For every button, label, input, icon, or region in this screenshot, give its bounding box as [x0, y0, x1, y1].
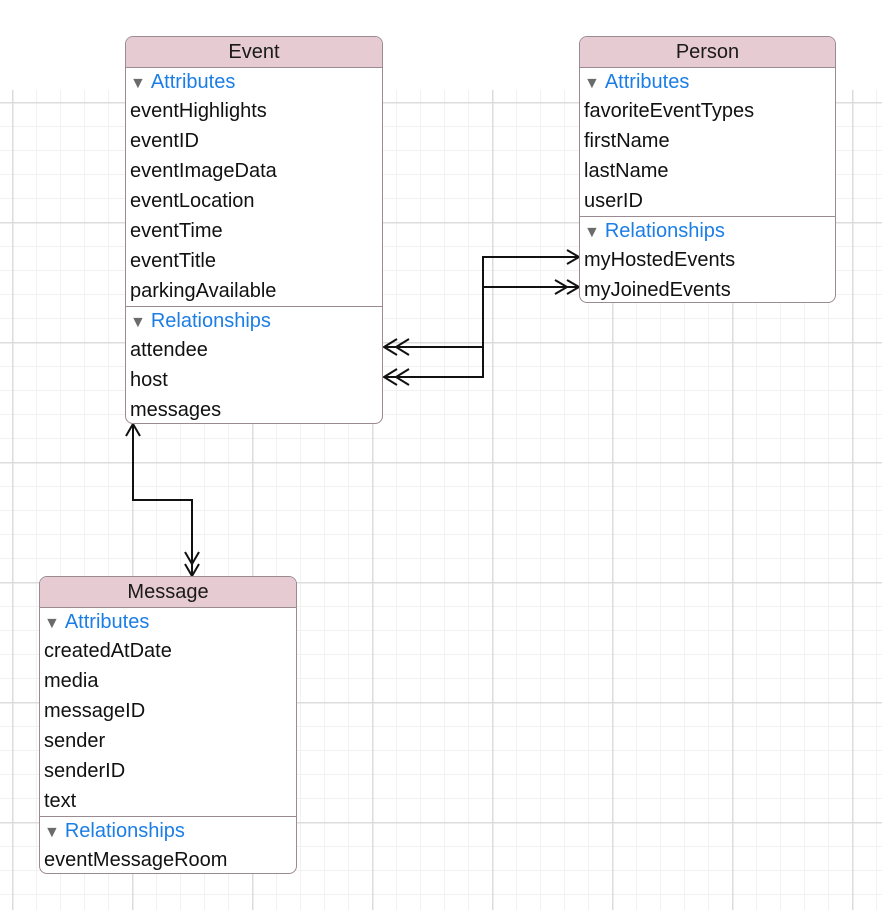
relationship-row[interactable]: attendee: [130, 339, 208, 361]
entity-title[interactable]: Message: [40, 577, 296, 608]
relationships-section: ▼Relationships eventMessageRoom: [40, 816, 296, 873]
entity-person[interactable]: Person ▼Attributes favoriteEventTypes fi…: [579, 36, 836, 303]
disclosure-triangle-icon[interactable]: ▼: [584, 75, 600, 92]
attribute-row[interactable]: eventImageData: [130, 160, 277, 182]
attribute-row[interactable]: messageID: [44, 700, 146, 722]
attribute-row[interactable]: eventHighlights: [130, 100, 267, 122]
relationship-row[interactable]: eventMessageRoom: [44, 849, 228, 871]
disclosure-triangle-icon[interactable]: ▼: [130, 314, 146, 331]
attribute-row[interactable]: firstName: [584, 130, 670, 152]
section-label: Attributes: [604, 71, 690, 93]
entity-title[interactable]: Person: [580, 37, 835, 68]
attributes-section: ▼Attributes favoriteEventTypes firstName…: [580, 68, 835, 216]
relationship-row[interactable]: host: [130, 369, 168, 391]
section-header[interactable]: ▼Attributes: [584, 68, 835, 96]
disclosure-triangle-icon[interactable]: ▼: [44, 615, 60, 632]
relationships-section: ▼Relationships myHostedEvents myJoinedEv…: [580, 216, 835, 302]
section-label: Relationships: [604, 220, 725, 242]
attribute-row[interactable]: favoriteEventTypes: [584, 100, 755, 122]
attributes-section: ▼Attributes eventHighlights eventID even…: [126, 68, 382, 306]
section-label: Attributes: [150, 71, 236, 93]
section-header[interactable]: ▼Attributes: [44, 608, 296, 636]
section-header[interactable]: ▼Relationships: [584, 217, 835, 245]
attribute-row[interactable]: parkingAvailable: [130, 280, 277, 302]
attributes-section: ▼Attributes createdAtDate media messageI…: [40, 608, 296, 816]
relationship-row[interactable]: messages: [130, 399, 222, 421]
section-header[interactable]: ▼Relationships: [44, 817, 296, 845]
attribute-row[interactable]: eventID: [130, 130, 199, 152]
attribute-row[interactable]: eventTitle: [130, 250, 216, 272]
entity-event[interactable]: Event ▼Attributes eventHighlights eventI…: [125, 36, 383, 424]
attribute-row[interactable]: text: [44, 790, 77, 812]
attribute-row[interactable]: lastName: [584, 160, 669, 182]
attribute-row[interactable]: sender: [44, 730, 106, 752]
relationship-row[interactable]: myHostedEvents: [584, 249, 736, 271]
disclosure-triangle-icon[interactable]: ▼: [584, 224, 600, 241]
section-label: Attributes: [64, 611, 150, 633]
entity-title[interactable]: Event: [126, 37, 382, 68]
attribute-row[interactable]: media: [44, 670, 99, 692]
disclosure-triangle-icon[interactable]: ▼: [130, 75, 146, 92]
relationships-section: ▼Relationships attendee host messages: [126, 306, 382, 423]
attribute-row[interactable]: eventLocation: [130, 190, 255, 212]
section-header[interactable]: ▼Relationships: [130, 307, 382, 335]
attribute-row[interactable]: eventTime: [130, 220, 223, 242]
entity-message[interactable]: Message ▼Attributes createdAtDate media …: [39, 576, 297, 874]
section-header[interactable]: ▼Attributes: [130, 68, 382, 96]
attribute-row[interactable]: userID: [584, 190, 643, 212]
attribute-row[interactable]: createdAtDate: [44, 640, 172, 662]
attribute-row[interactable]: senderID: [44, 760, 126, 782]
section-label: Relationships: [64, 820, 185, 842]
section-label: Relationships: [150, 310, 271, 332]
disclosure-triangle-icon[interactable]: ▼: [44, 824, 60, 841]
relationship-row[interactable]: myJoinedEvents: [584, 279, 731, 301]
